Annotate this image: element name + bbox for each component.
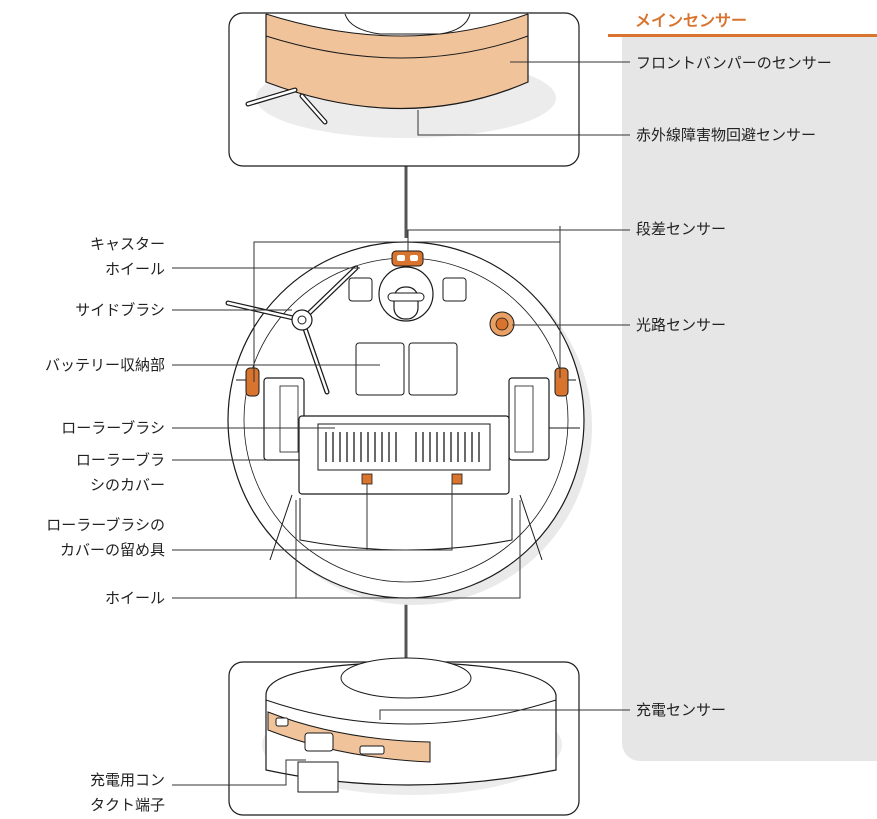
label-caster-line1: キャスター (89, 235, 165, 253)
wheel-left (263, 377, 305, 461)
cliff-sensor-left (245, 367, 260, 397)
latch-left (361, 473, 373, 485)
label-caster-line2: ホイール (104, 260, 165, 278)
side-brush (225, 265, 359, 395)
latch-right (451, 473, 463, 485)
top-view (228, 12, 580, 167)
side-view (228, 657, 580, 816)
label-contacts-line2: タクト端子 (89, 796, 165, 814)
panel-title-underline (608, 34, 877, 37)
label-wheel: ホイール (104, 589, 165, 607)
label-contacts-line1: 充電用コン (89, 771, 165, 789)
roller-brush (317, 423, 491, 471)
label-bumper-sensor: フロントバンパーのセンサー (636, 54, 832, 72)
side-brush-top (245, 87, 328, 125)
charging-sensor (304, 732, 334, 752)
label-optical-sensor: 光路センサー (636, 316, 727, 334)
label-latch-line2: カバーの留め具 (59, 541, 165, 559)
label-roller-cover-line2: シのカバー (89, 476, 165, 494)
leader-lines (172, 61, 630, 786)
bottom-view (225, 241, 592, 605)
cliff-sensor-top (391, 250, 424, 267)
roller-bristles (325, 432, 480, 462)
wheel-right (508, 377, 550, 461)
panel-title: メインセンサー (635, 11, 748, 30)
battery-compartment (355, 342, 405, 396)
label-roller-brush: ローラーブラシ (61, 419, 165, 437)
label-charging-sensor: 充電センサー (636, 701, 727, 719)
cliff-sensor-right (554, 367, 569, 397)
sensor-panel (622, 35, 877, 761)
label-latch-line1: ローラーブラシの (46, 516, 165, 534)
charging-contacts (297, 761, 339, 793)
label-roller-cover-line1: ローラーブラ (75, 451, 165, 469)
label-infrared-sensor: 赤外線障害物回避センサー (636, 126, 817, 144)
label-battery: バッテリー収納部 (44, 356, 165, 374)
label-side-brush: サイドブラシ (75, 301, 165, 319)
label-cliff-sensor: 段差センサー (636, 220, 727, 238)
